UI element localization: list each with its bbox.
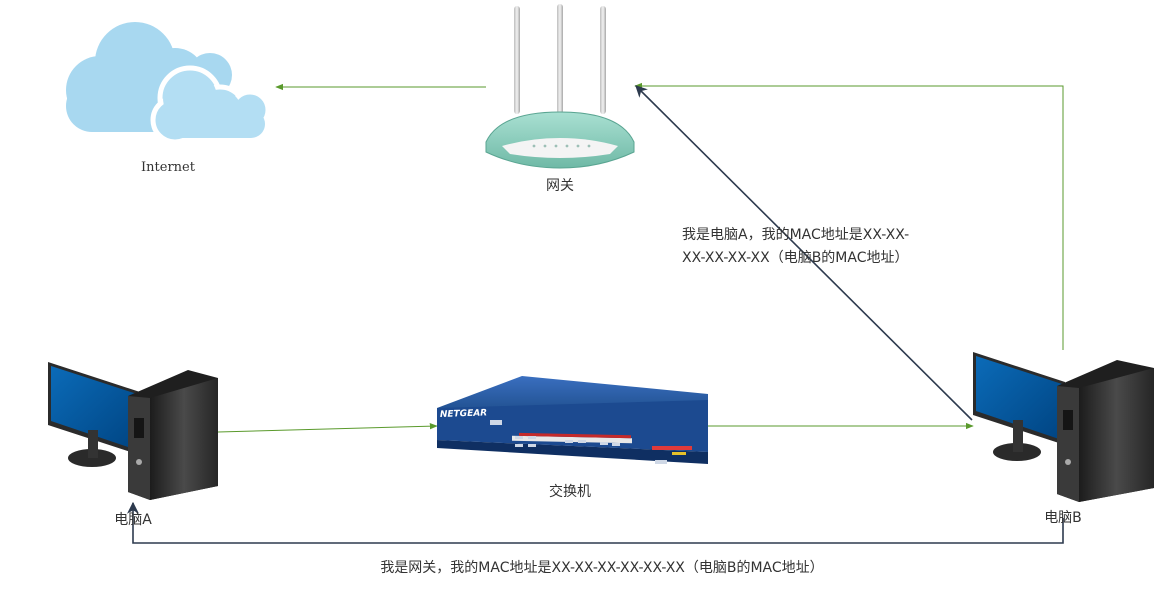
cloud-icon	[66, 22, 271, 145]
internet-label: Internet	[141, 160, 196, 175]
spoof-message-to-gateway-line-2: XX-XX-XX-XX（电脑B的MAC地址）	[682, 250, 909, 266]
desktop-computer-icon	[48, 362, 218, 500]
spoof-message-to-gateway-line-1: 我是电脑A，我的MAC地址是XX-XX-	[682, 227, 909, 243]
switch-label: 交换机	[549, 483, 591, 500]
pc-a-label: 电脑A	[114, 512, 152, 528]
pc-b-label: 电脑B	[1044, 510, 1082, 526]
switch-icon: NETGEAR	[437, 376, 708, 464]
link-pc-a-to-switch	[217, 422, 438, 433]
router-icon	[485, 4, 635, 169]
link-pc-b-to-gateway	[634, 82, 1064, 350]
gateway-label: 网关	[546, 178, 574, 194]
spoof-arrow-pc-b-to-pc-a	[127, 501, 1064, 544]
desktop-computer-icon	[973, 352, 1154, 502]
spoof-arrow-pc-b-to-gateway	[635, 85, 973, 421]
spoof-message-to-pc-a: 我是网关，我的MAC地址是XX-XX-XX-XX-XX-XX（电脑B的MAC地址…	[380, 560, 823, 576]
switch-brand-label: NETGEAR	[440, 408, 488, 420]
